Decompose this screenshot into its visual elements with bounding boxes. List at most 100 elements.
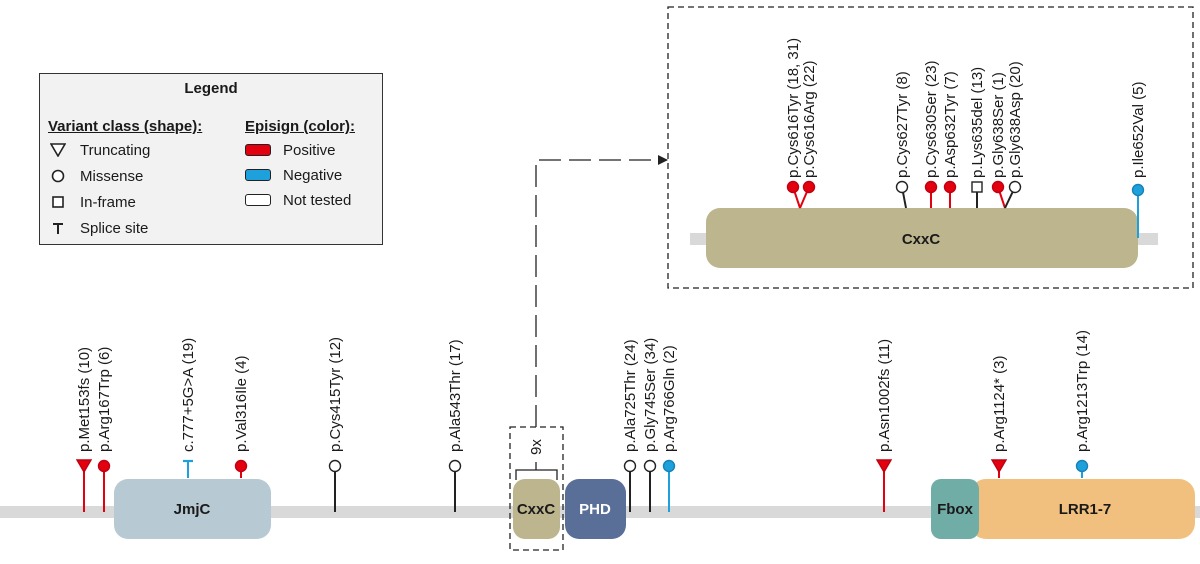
variant-3-label: p.Val316Ile (4) xyxy=(233,356,250,452)
variant-1: p.Arg167Trp (6) xyxy=(96,347,113,512)
variant-5-label: p.Ala543Thr (17) xyxy=(447,339,464,452)
variant-10-label: p.Arg1124* (3) xyxy=(991,356,1008,452)
zoom-variant-2: p.Cys627Tyr (8) xyxy=(894,71,911,209)
legend-positive: Positive xyxy=(245,140,336,160)
variant-4: p.Cys415Tyr (12) xyxy=(327,337,344,512)
zoom-variant-0: p.Cys616Tyr (18, 31) xyxy=(785,38,802,209)
domain-lrr-label: LRR1-7 xyxy=(1059,501,1112,518)
variant-8-label: p.Arg766Gln (2) xyxy=(661,345,678,452)
legend-shape-header: Variant class (shape): xyxy=(48,118,203,135)
variant-9: p.Asn1002fs (11) xyxy=(875,339,893,512)
variant-6-marker xyxy=(623,459,637,473)
domain-fbox: Fbox xyxy=(931,479,979,539)
legend-truncating: Truncating xyxy=(48,140,150,160)
legend-truncating-label: Truncating xyxy=(80,141,151,159)
legend-missense-label: Missense xyxy=(80,167,144,185)
legend-color-header: Episign (color): xyxy=(245,118,355,135)
zoom-domain-label: CxxC xyxy=(902,231,941,248)
zoom-variant-8-marker xyxy=(1131,183,1145,197)
variant-4-marker xyxy=(328,459,342,473)
variant-10: p.Arg1124* (3) xyxy=(990,356,1008,478)
legend-inframe: In-frame xyxy=(48,192,136,212)
domain-cxxc: CxxC xyxy=(513,479,560,539)
legend-splice-label: Splice site xyxy=(80,219,149,237)
variant-8: p.Arg766Gln (2) xyxy=(661,345,678,512)
zoom-panel xyxy=(667,6,1194,289)
domain-phd-label: PHD xyxy=(579,501,611,518)
variant-6: p.Ala725Thr (24) xyxy=(622,339,639,512)
variant-5: p.Ala543Thr (17) xyxy=(447,339,464,512)
zoom-variant-1: p.Cys616Arg (22) xyxy=(799,60,818,209)
repeat-label: 9x xyxy=(528,439,545,455)
variant-0-marker xyxy=(75,459,93,474)
variant-7: p.Gly745Ser (34) xyxy=(642,338,659,512)
zoom-variant-3: p.Cys630Ser (23) xyxy=(923,60,940,208)
variant-4-label: p.Cys415Tyr (12) xyxy=(327,337,344,452)
negative-swatch xyxy=(245,169,271,181)
zoom-variant-2-label: p.Cys627Tyr (8) xyxy=(894,71,911,178)
zoom-variant-7-marker xyxy=(1008,180,1022,194)
not-tested-swatch xyxy=(245,194,271,206)
variant-9-label: p.Asn1002fs (11) xyxy=(876,339,893,452)
domain-phd: PHD xyxy=(565,479,626,539)
variant-6-label: p.Ala725Thr (24) xyxy=(622,339,639,452)
repeat-bracket xyxy=(515,469,558,480)
domain-jmjc: JmjC xyxy=(114,479,271,539)
zoom-variant-6-label: p.Gly638Ser (1) xyxy=(990,72,1007,178)
zoom-variant-7-label: p.Gly638Asp (20) xyxy=(1007,61,1024,178)
variant-2-label: c.777+5G>A (19) xyxy=(180,338,197,452)
zoom-variant-0-marker xyxy=(786,180,800,194)
variant-11-marker xyxy=(1075,459,1089,473)
triangle-down-icon xyxy=(48,143,68,157)
legend-box: Legend Variant class (shape): Episign (c… xyxy=(39,73,383,245)
zoom-variant-7: p.Gly638Asp (20) xyxy=(1004,61,1024,209)
zoom-variant-2-marker xyxy=(895,180,909,194)
zoom-variant-5: p.Lys635del (13) xyxy=(969,67,986,208)
legend-splice: Splice site xyxy=(48,218,148,238)
variant-1-marker xyxy=(97,459,111,473)
legend-inframe-label: In-frame xyxy=(80,193,136,211)
zoom-variant-3-marker xyxy=(924,180,938,194)
legend-title: Legend xyxy=(184,80,238,97)
square-icon xyxy=(48,195,68,209)
legend-not-tested: Not tested xyxy=(245,190,351,210)
domain-fbox-label: Fbox xyxy=(937,501,973,518)
variant-1-label: p.Arg167Trp (6) xyxy=(96,347,113,452)
zoom-variant-5-marker xyxy=(971,181,983,193)
circle-icon xyxy=(48,169,68,183)
legend-positive-label: Positive xyxy=(283,141,336,159)
zoom-variant-6-marker xyxy=(991,180,1005,194)
positive-swatch xyxy=(245,144,271,156)
variant-7-marker xyxy=(643,459,657,473)
zoom-variant-5-label: p.Lys635del (13) xyxy=(969,67,986,178)
zoom-variant-3-label: p.Cys630Ser (23) xyxy=(923,60,940,178)
zoom-variant-4-marker xyxy=(943,180,957,194)
zoom-variant-4-label: p.Asp632Tyr (7) xyxy=(942,71,959,178)
variant-3: p.Val316Ile (4) xyxy=(233,356,250,478)
legend-missense: Missense xyxy=(48,166,143,186)
variant-9-marker xyxy=(875,459,893,474)
variant-7-label: p.Gly745Ser (34) xyxy=(642,338,659,452)
domain-cxxc-label: CxxC xyxy=(517,501,556,518)
zoom-domain-cxxc: CxxC xyxy=(706,208,1138,268)
variant-2: c.777+5G>A (19) xyxy=(180,338,197,478)
domain-jmjc-label: JmjC xyxy=(174,501,211,518)
variant-5-marker xyxy=(448,459,462,473)
variant-11-label: p.Arg1213Trp (14) xyxy=(1074,330,1091,452)
variant-10-marker xyxy=(990,459,1008,474)
t-bar-icon xyxy=(48,221,68,235)
zoom-variant-6: p.Gly638Ser (1) xyxy=(990,72,1007,209)
legend-negative-label: Negative xyxy=(283,166,343,184)
variant-11: p.Arg1213Trp (14) xyxy=(1074,330,1091,478)
variant-0-label: p.Met153fs (10) xyxy=(76,347,93,452)
zoom-variant-8: p.Ile652Val (5) xyxy=(1130,82,1147,238)
domain-lrr: LRR1-7 xyxy=(970,479,1195,539)
zoom-variant-1-label: p.Cys616Arg (22) xyxy=(801,60,818,178)
zoom-variant-0-label: p.Cys616Tyr (18, 31) xyxy=(785,38,802,178)
zoom-variant-8-label: p.Ile652Val (5) xyxy=(1130,82,1147,178)
variant-8-marker xyxy=(662,459,676,473)
zoom-variant-1-marker xyxy=(802,180,816,194)
legend-negative: Negative xyxy=(245,165,342,185)
variant-3-marker xyxy=(234,459,248,473)
